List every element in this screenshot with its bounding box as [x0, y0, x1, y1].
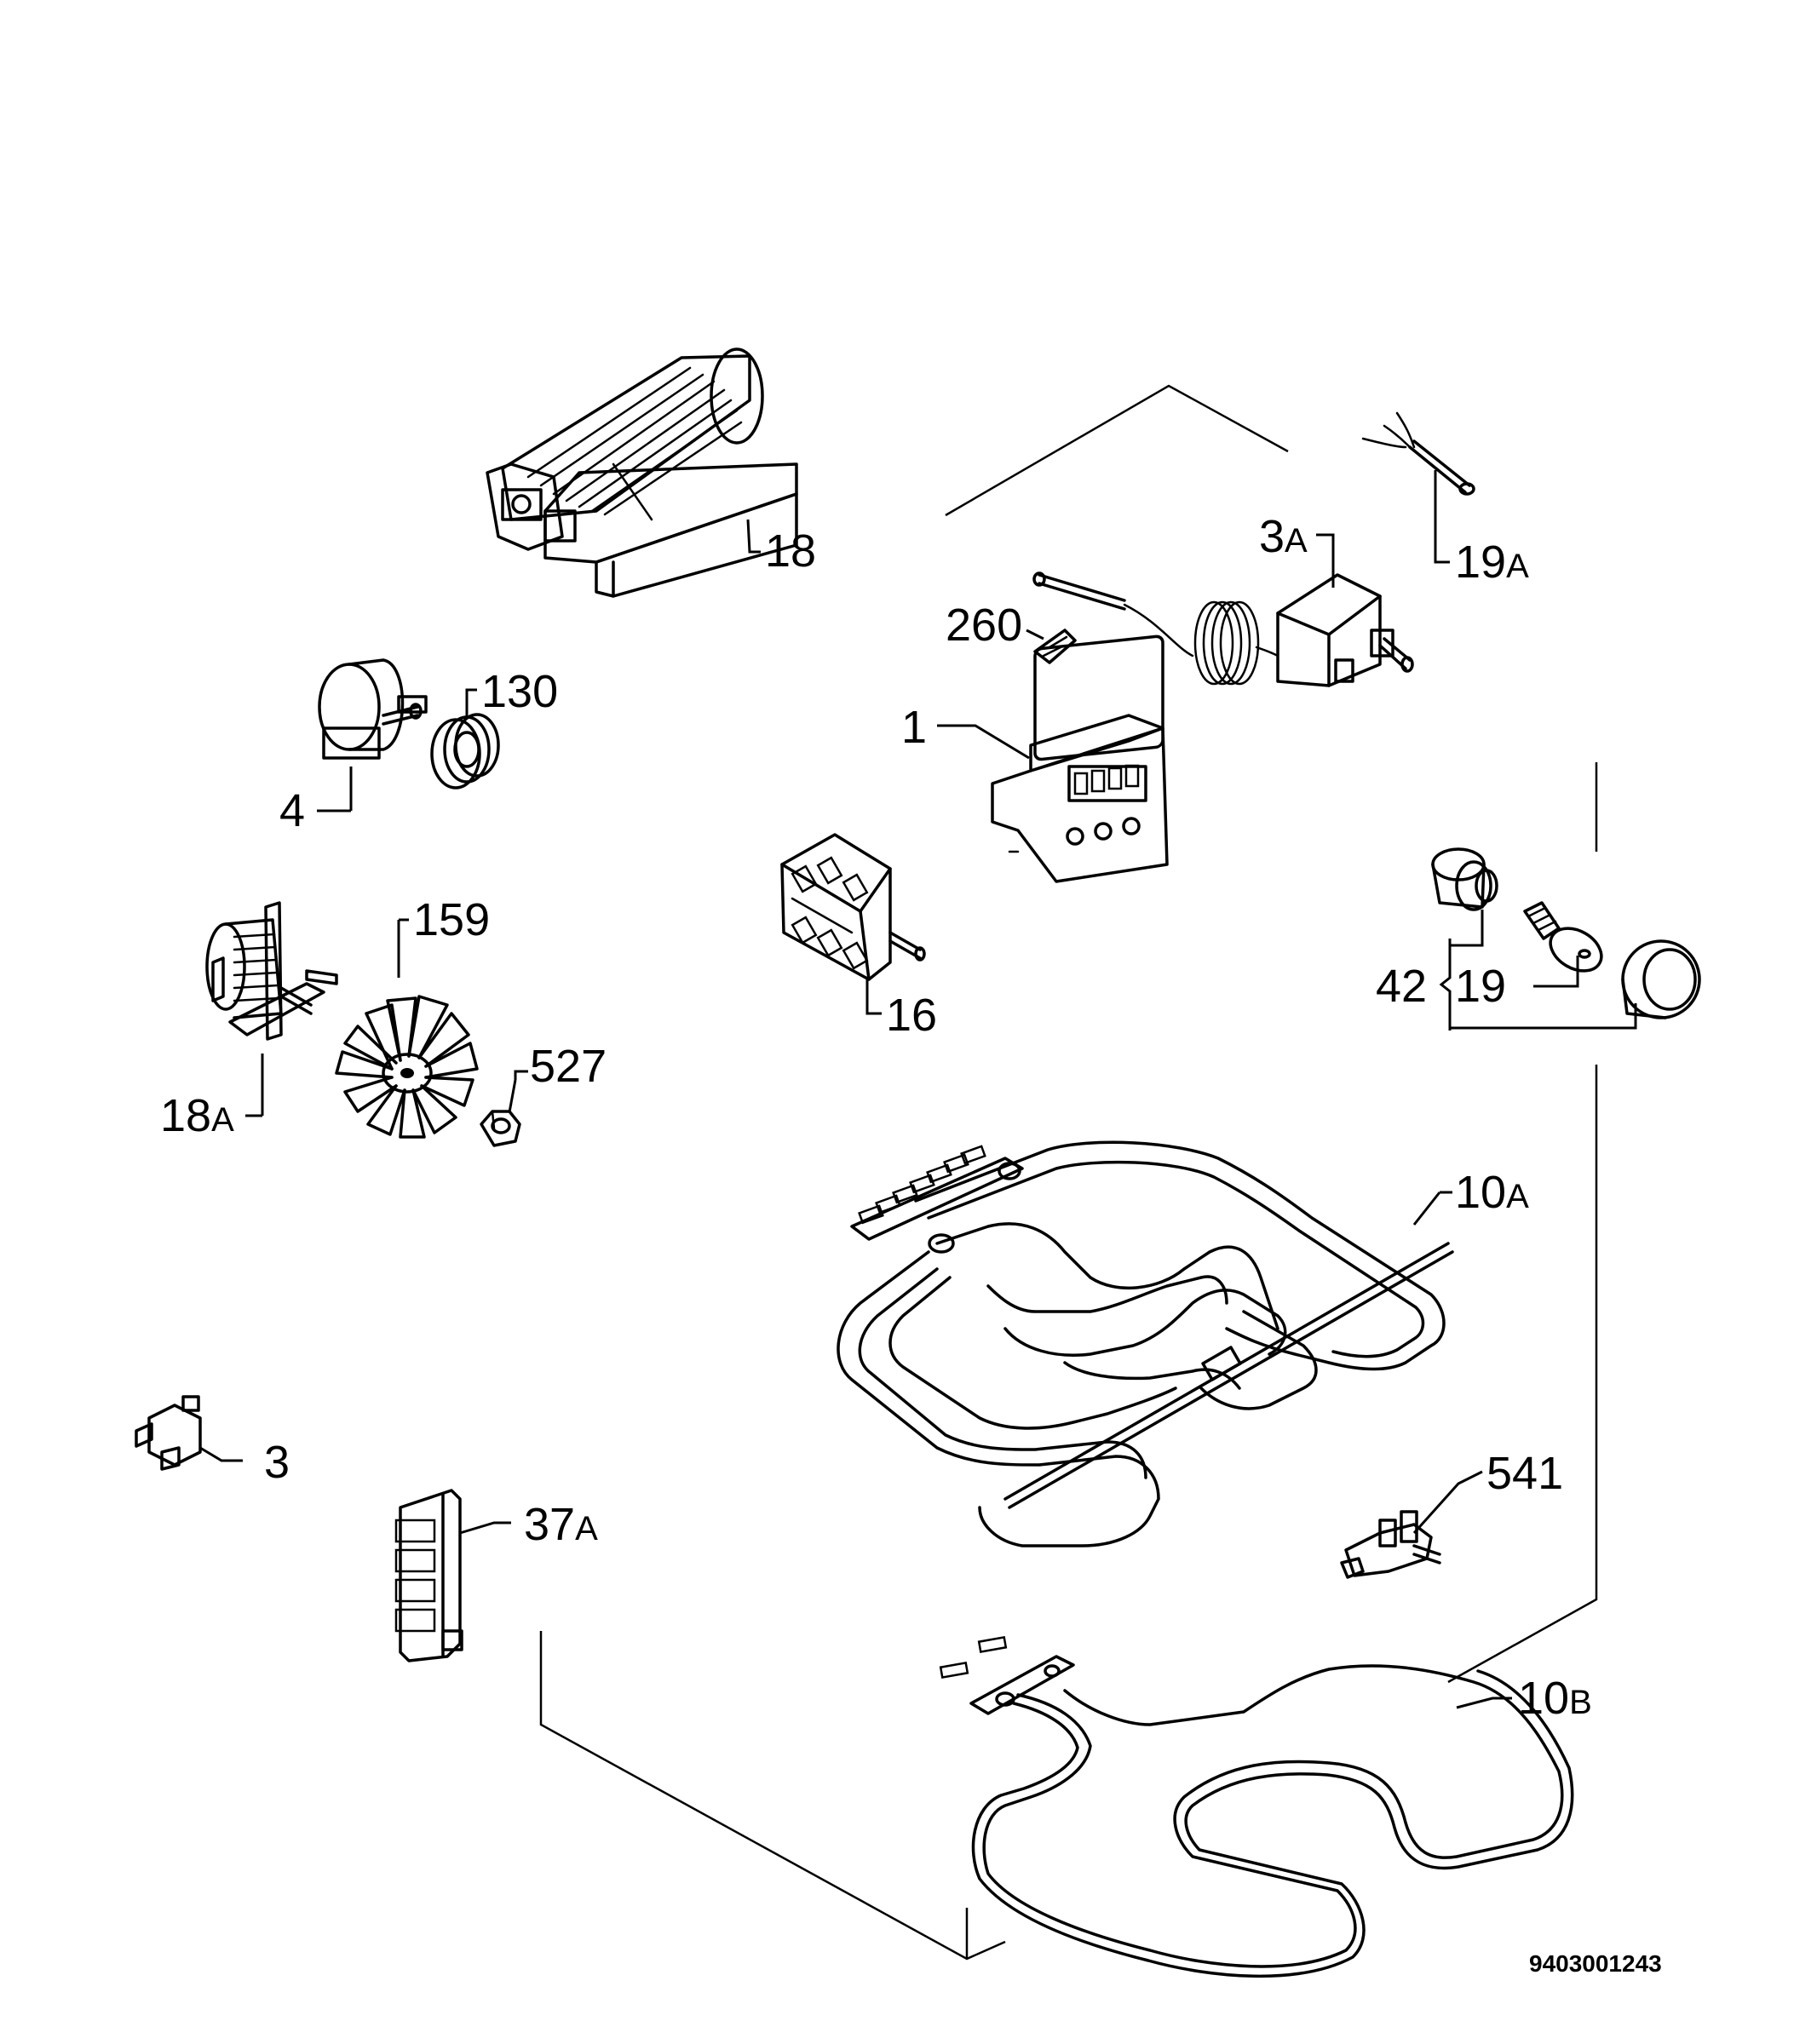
part-lamp-cover — [1621, 939, 1701, 1019]
part-37a-terminal-block — [394, 1489, 463, 1662]
label-42: 42 — [1376, 961, 1427, 1012]
label-527: 527 — [530, 1041, 607, 1092]
label-3: 3 — [264, 1437, 290, 1488]
part-18a-fan-motor — [205, 901, 338, 1041]
label-19: 19 — [1455, 961, 1506, 1012]
label-260: 260 — [946, 600, 1022, 651]
part-130-seal-ring — [430, 713, 500, 789]
part-19a-sensor-probe — [1361, 411, 1475, 496]
label-19a: 19A — [1455, 537, 1529, 588]
label-4: 4 — [279, 785, 305, 836]
label-10b: 10B — [1518, 1673, 1592, 1724]
part-260-clip — [1033, 629, 1077, 664]
label-16: 16 — [886, 990, 937, 1041]
part-4-motor — [318, 658, 428, 760]
assembly-frame-lines — [539, 384, 1598, 1961]
label-541: 541 — [1486, 1448, 1563, 1499]
part-527-fan-nut — [480, 1110, 521, 1147]
part-19-lamp-bulb — [1523, 901, 1603, 973]
label-18a: 18A — [160, 1090, 234, 1141]
part-10a-grill-element — [837, 1140, 1454, 1547]
part-159-fan-blade — [335, 995, 479, 1139]
label-37a: 37A — [524, 1499, 598, 1550]
part-3-connector — [135, 1395, 202, 1471]
part-10b-lower-element — [939, 1636, 1574, 1978]
part-541-bracket — [1340, 1510, 1441, 1579]
label-10a: 10A — [1455, 1167, 1529, 1218]
part-18-tangential-fan — [486, 347, 798, 598]
part-16-selector-switch — [780, 833, 926, 981]
part-3a-thermostat — [1032, 571, 1414, 687]
part-1-electronic-programmer — [991, 634, 1169, 883]
label-159: 159 — [413, 894, 490, 945]
callout-labels: 18 19A 3A 260 130 4 1 159 16 42 19 18A 5… — [160, 511, 1662, 1977]
label-130: 130 — [481, 666, 558, 717]
diagram-code: 9403001243 — [1529, 1950, 1662, 1977]
label-1: 1 — [901, 702, 927, 753]
leader-lines — [199, 470, 1637, 1709]
part-42-lamp-holder — [1431, 847, 1498, 911]
label-3a: 3A — [1259, 511, 1308, 562]
label-18: 18 — [765, 525, 816, 577]
